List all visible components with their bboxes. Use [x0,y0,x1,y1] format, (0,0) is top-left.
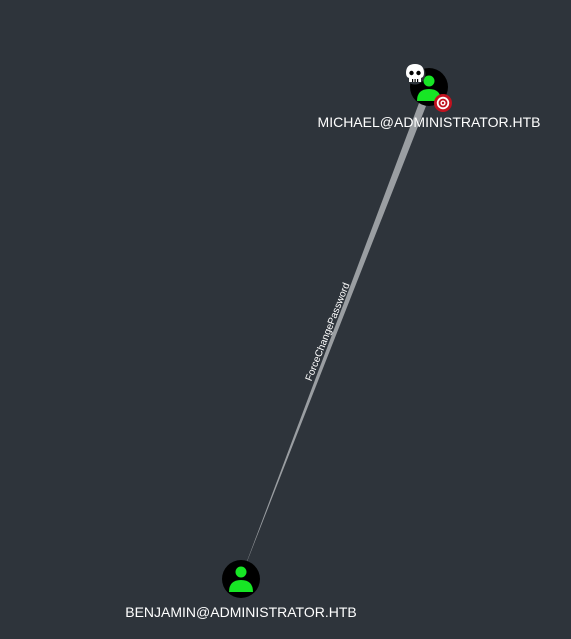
edge-line[interactable] [241,103,426,577]
node-label-michael: MICHAEL@ADMINISTRATOR.HTB [318,114,541,130]
node-michael[interactable]: MICHAEL@ADMINISTRATOR.HTB [318,63,541,131]
user-icon [417,75,441,101]
target-icon [434,94,452,112]
node-benjamin[interactable]: BENJAMIN@ADMINISTRATOR.HTB [125,560,357,620]
node-label-benjamin: BENJAMIN@ADMINISTRATOR.HTB [125,604,357,620]
skull-icon [404,63,426,85]
edge-label: ForceChangePassword [304,281,353,382]
user-icon [229,566,253,592]
node-circle[interactable] [222,560,260,598]
edge-forcechangepassword[interactable]: ForceChangePassword [241,103,426,577]
